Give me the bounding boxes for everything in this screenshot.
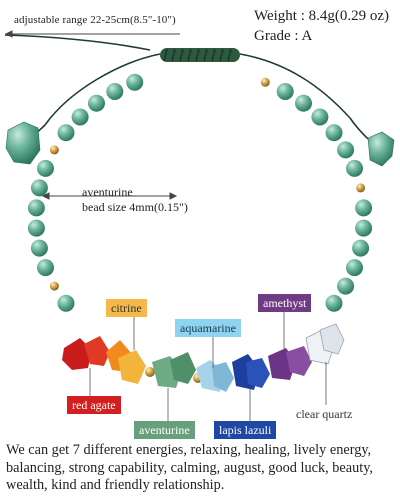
aventurine-bead	[311, 108, 329, 126]
aventurine-bead	[352, 239, 370, 257]
gold-spacer-bead	[260, 77, 270, 87]
sliding-knot[interactable]	[160, 48, 240, 62]
citrine-chip	[118, 350, 146, 384]
bead-size-arrow	[41, 192, 178, 200]
aventurine-bead	[88, 94, 105, 112]
red-agate-chip	[62, 338, 92, 370]
aventurine-bead	[325, 124, 343, 142]
product-description: We can get 7 different energies, relaxin…	[6, 442, 373, 494]
aventurine-bead	[325, 294, 343, 312]
stone-tag-amethyst: amethyst	[258, 294, 312, 312]
amethyst-chip	[286, 346, 312, 376]
range-arrow	[4, 30, 180, 38]
aventurine-bead	[71, 108, 89, 126]
stone-tag-clear-quartz: clear quartz	[296, 407, 353, 421]
stone-tag-citrine: citrine	[106, 299, 147, 317]
lapis-chip	[246, 358, 270, 388]
aventurine-bead	[106, 83, 124, 100]
cord	[4, 34, 379, 149]
stone-tag-aventurine: aventurine	[134, 421, 195, 439]
aventurine-bead	[57, 294, 75, 312]
stone-tag-lapis-lazuli: lapis lazuli	[214, 421, 277, 439]
aventurine-bead	[295, 94, 312, 112]
aventurine-bead	[355, 219, 373, 237]
aventurine-bead	[37, 159, 54, 177]
gold-spacer-bead	[356, 183, 366, 193]
stone-tag-red-agate: red agate	[67, 396, 121, 414]
bead-size-label: bead size 4mm(0.15")	[82, 200, 188, 214]
end-stone-left	[5, 121, 41, 165]
aventurine-bead	[346, 259, 363, 277]
red-agate-chip	[84, 336, 110, 366]
aventurine-chip	[170, 352, 196, 384]
aventurine-bead	[37, 259, 54, 277]
aventurine-bead	[276, 83, 294, 100]
weight-label: Weight : 8.4g(0.29 oz)	[254, 8, 390, 24]
chakra-chips	[62, 323, 345, 392]
leader-lines	[89, 310, 327, 421]
aventurine-bead	[30, 239, 48, 257]
adjustable-range-label: adjustable range 22-25cm(8.5"-10")	[14, 14, 176, 26]
aventurine-bead	[27, 199, 45, 217]
gold-spacer-bead	[49, 145, 59, 155]
aventurine-bead	[355, 199, 373, 217]
aquamarine-chip	[212, 362, 234, 392]
aventurine-bead	[337, 141, 355, 159]
end-stone-right	[367, 131, 395, 167]
aventurine-bead	[27, 219, 45, 237]
bead-ring	[27, 73, 373, 312]
stone-tag-aquamarine: aquamarine	[175, 319, 241, 337]
aventurine-bead	[30, 179, 48, 197]
aventurine-bead	[126, 73, 144, 91]
aventurine-bead	[346, 159, 363, 177]
aventurine-bead	[337, 277, 355, 295]
gold-spacer-bead	[49, 281, 59, 291]
quartz-chip	[319, 323, 345, 355]
grade-label: Grade : A	[254, 28, 313, 44]
bead-name-label: aventurine	[82, 185, 133, 199]
aventurine-bead	[57, 124, 75, 142]
